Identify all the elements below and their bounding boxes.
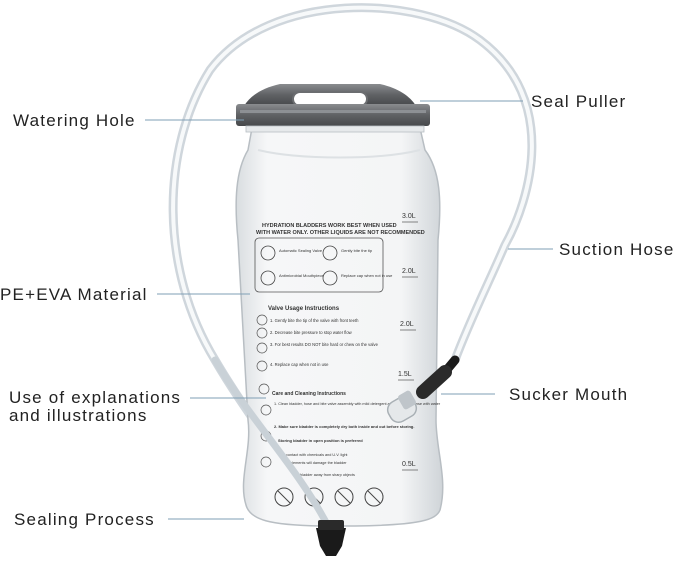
pe-eva-material-label: PE+EVA Material bbox=[0, 285, 148, 304]
icon-caption-4: Replace cap when not in use bbox=[341, 273, 393, 278]
care-step-4: contact with chemicals and U.V. light bbox=[286, 453, 348, 457]
seal-puller-label: Seal Puller bbox=[531, 92, 627, 111]
care-title: Care and Cleaning Instructions bbox=[272, 391, 346, 397]
sucker-mouth-label: Sucker Mouth bbox=[509, 385, 629, 404]
valve-step-3: 3. For best results DO NOT bite hard or … bbox=[270, 342, 379, 347]
volume-mark-2: 2.0L bbox=[402, 268, 416, 275]
explanations-label-line-1: Use of explanations bbox=[9, 388, 182, 407]
valve-step-4: 4. Replace cap when not in use bbox=[270, 362, 329, 367]
leader-lines bbox=[145, 100, 553, 520]
volume-mark-4: 1.5L bbox=[398, 371, 412, 378]
valve-step-1: 1. Gently bite the tip of the valve with… bbox=[270, 318, 359, 323]
care-step-1: 1. Clean bladder, hose and bite valve as… bbox=[274, 402, 441, 406]
volume-mark-1: 3.0L bbox=[402, 213, 416, 220]
bottom-outlet bbox=[316, 520, 346, 556]
care-step-5: elements will damage the bladder bbox=[290, 461, 347, 465]
hose-front-segment bbox=[211, 356, 334, 534]
valve-step-2: 2. Decrease bite pressure to stop water … bbox=[270, 330, 353, 335]
sucker-mouth bbox=[386, 355, 460, 423]
seal-puller bbox=[236, 84, 430, 133]
print-header-2: WITH WATER ONLY. OTHER LIQUIDS ARE NOT R… bbox=[256, 230, 425, 236]
icon-caption-2: Gently bite the tip bbox=[341, 248, 373, 253]
print-header-1: HYDRATION BLADDERS WORK BEST WHEN USED bbox=[262, 223, 397, 229]
bladder-bag bbox=[235, 127, 444, 527]
care-step-2: 2. Make sure bladder is completely dry b… bbox=[274, 424, 414, 429]
volume-marks: 3.0L 2.0L 2.0L 1.5L 0.5L bbox=[398, 213, 418, 471]
bladder-printed-instructions: HYDRATION BLADDERS WORK BEST WHEN USED W… bbox=[254, 213, 441, 507]
warning-icons bbox=[274, 487, 384, 507]
valve-title: Valve Usage Instructions bbox=[268, 306, 340, 312]
suction-hose-label: Suction Hose bbox=[559, 240, 675, 259]
sealing-process-label: Sealing Process bbox=[14, 510, 155, 529]
care-step-3: Storing bladder in open position is pref… bbox=[278, 438, 363, 443]
icon-caption-1: Automatic Sealing Valve bbox=[279, 248, 323, 253]
care-step-6: bladder away from sharp objects bbox=[300, 473, 355, 477]
watering-hole-label: Watering Hole bbox=[13, 111, 136, 130]
volume-mark-5: 0.5L bbox=[402, 461, 416, 468]
icon-caption-3: Antimicrobial Mouthpiece bbox=[279, 273, 324, 278]
volume-mark-3: 2.0L bbox=[400, 321, 414, 328]
explanations-label-line-2: and illustrations bbox=[9, 406, 148, 425]
